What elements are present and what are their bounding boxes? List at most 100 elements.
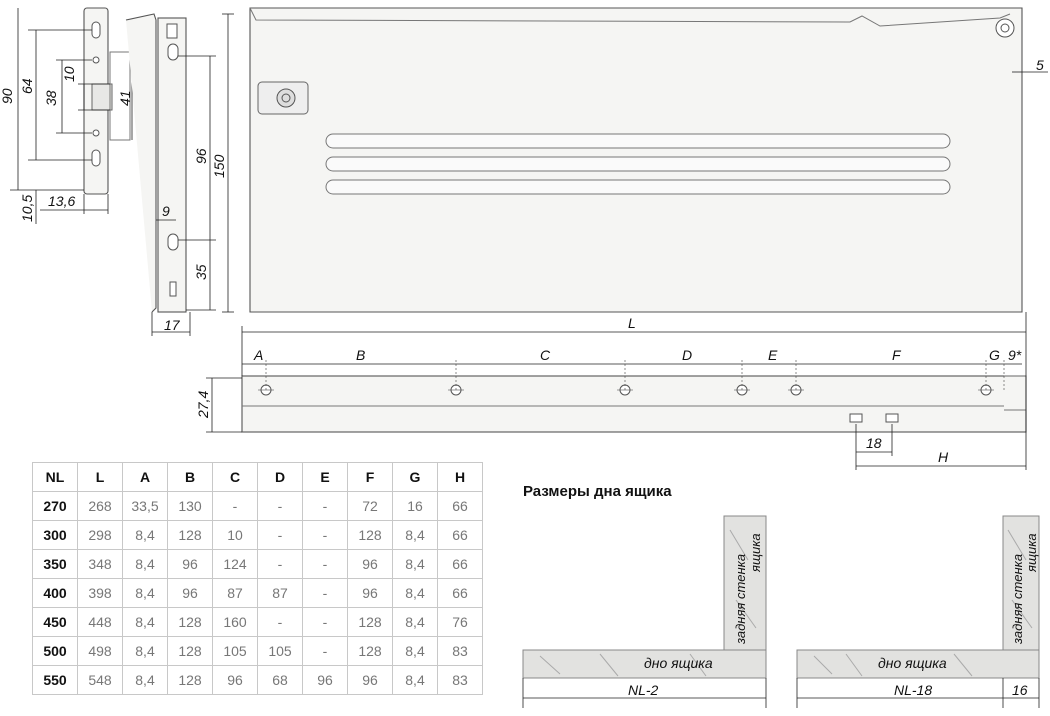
bottom-diagram-nl2 bbox=[522, 515, 767, 708]
table-cell: 128 bbox=[167, 520, 213, 550]
dim-38: 38 bbox=[43, 90, 59, 106]
nl2-back-wall-label-2: ящика bbox=[748, 533, 763, 573]
front-bracket bbox=[83, 7, 131, 195]
table-cell-nl: 400 bbox=[32, 578, 78, 608]
nl18-bottom-label: дно ящика bbox=[878, 655, 947, 671]
table-header-cell: E bbox=[302, 462, 348, 492]
table-cell: 33,5 bbox=[122, 491, 168, 521]
dim-F: F bbox=[892, 347, 902, 363]
bottom-diagram-nl18 bbox=[796, 515, 1040, 708]
table-cell: 498 bbox=[77, 636, 123, 666]
table-cell: 96 bbox=[302, 665, 348, 695]
table-header-cell: L bbox=[77, 462, 123, 492]
table-cell: - bbox=[302, 549, 348, 579]
table-cell: 124 bbox=[212, 549, 258, 579]
table-cell: 96 bbox=[167, 549, 213, 579]
table-header-cell: A bbox=[122, 462, 168, 492]
table-cell: 8,4 bbox=[392, 665, 438, 695]
nl2-dimension: NL-2 bbox=[628, 682, 659, 698]
table-cell: 398 bbox=[77, 578, 123, 608]
table-cell: 8,4 bbox=[122, 549, 168, 579]
table-cell: - bbox=[302, 491, 348, 521]
table-cell: - bbox=[302, 578, 348, 608]
front-bracket-dimensions: 90 64 38 10 41 10,5 13,6 bbox=[0, 8, 133, 224]
table-cell: 8,4 bbox=[122, 607, 168, 637]
table-cell-nl: 450 bbox=[32, 607, 78, 637]
table-cell: 16 bbox=[392, 491, 438, 521]
table-cell: 128 bbox=[347, 636, 393, 666]
dim-64: 64 bbox=[19, 78, 35, 94]
table-cell: 96 bbox=[347, 578, 393, 608]
table-cell: 128 bbox=[167, 607, 213, 637]
dim-90: 90 bbox=[0, 88, 15, 104]
dim-10-5: 10,5 bbox=[19, 195, 35, 222]
table-header-cell: B bbox=[167, 462, 213, 492]
table-cell: 66 bbox=[437, 549, 483, 579]
table-header-cell: D bbox=[257, 462, 303, 492]
table-cell: 128 bbox=[167, 665, 213, 695]
table-cell: 66 bbox=[437, 520, 483, 550]
table-cell: 105 bbox=[257, 636, 303, 666]
table-cell: 448 bbox=[77, 607, 123, 637]
table-cell: - bbox=[257, 549, 303, 579]
table-cell: 8,4 bbox=[122, 578, 168, 608]
table-cell: 8,4 bbox=[392, 578, 438, 608]
side-bracket bbox=[125, 13, 187, 313]
table-header-cell: C bbox=[212, 462, 258, 492]
table-cell: 66 bbox=[437, 491, 483, 521]
table-header-cell: F bbox=[347, 462, 393, 492]
table-cell: 348 bbox=[77, 549, 123, 579]
bottom-rail-dimensions: L A B C D E F G 9* 27,4 18 H bbox=[195, 312, 1027, 470]
dim-16: 16 bbox=[1012, 682, 1028, 698]
table-cell-nl: 270 bbox=[32, 491, 78, 521]
dim-17: 17 bbox=[164, 317, 181, 333]
table-cell: 83 bbox=[437, 636, 483, 666]
dim-27-4: 27,4 bbox=[195, 391, 211, 419]
table-cell: 128 bbox=[167, 636, 213, 666]
table-cell: 72 bbox=[347, 491, 393, 521]
nl2-back-wall-label-1: задняя стенка bbox=[733, 554, 748, 645]
drawer-side-panel bbox=[249, 7, 1048, 313]
dim-10: 10 bbox=[61, 66, 77, 82]
table-cell: 96 bbox=[347, 549, 393, 579]
dim-150: 150 bbox=[211, 154, 227, 178]
dim-E: E bbox=[768, 347, 778, 363]
table-cell: - bbox=[302, 636, 348, 666]
table-cell: 8,4 bbox=[122, 520, 168, 550]
table-cell: - bbox=[302, 520, 348, 550]
table-cell: 8,4 bbox=[122, 665, 168, 695]
table-cell: - bbox=[212, 491, 258, 521]
table-cell: 128 bbox=[347, 607, 393, 637]
table-cell: 76 bbox=[437, 607, 483, 637]
table-cell: 548 bbox=[77, 665, 123, 695]
bottom-sizes-title: Размеры дна ящика bbox=[523, 483, 672, 500]
side-bracket-dimensions: 96 150 9 35 17 bbox=[151, 13, 234, 336]
table-cell: - bbox=[302, 607, 348, 637]
nl2-bottom-label: дно ящика bbox=[644, 655, 713, 671]
table-cell: 128 bbox=[347, 520, 393, 550]
table-cell: 66 bbox=[437, 578, 483, 608]
table-cell: 87 bbox=[212, 578, 258, 608]
table-cell: 83 bbox=[437, 665, 483, 695]
nl18-back-wall-label-1: задняя стенка bbox=[1010, 554, 1025, 645]
table-cell-nl: 550 bbox=[32, 665, 78, 695]
table-cell: 268 bbox=[77, 491, 123, 521]
table-cell: 68 bbox=[257, 665, 303, 695]
table-header-cell: H bbox=[437, 462, 483, 492]
table-cell-nl: 300 bbox=[32, 520, 78, 550]
table-cell: 8,4 bbox=[392, 520, 438, 550]
table-cell: 96 bbox=[167, 578, 213, 608]
table-cell: 105 bbox=[212, 636, 258, 666]
dim-18: 18 bbox=[866, 435, 882, 451]
dim-5: 5 bbox=[1036, 57, 1044, 73]
dim-H: H bbox=[938, 449, 949, 465]
table-cell: 8,4 bbox=[392, 549, 438, 579]
nl18-dimension: NL-18 bbox=[894, 682, 932, 698]
table-cell: 96 bbox=[347, 665, 393, 695]
